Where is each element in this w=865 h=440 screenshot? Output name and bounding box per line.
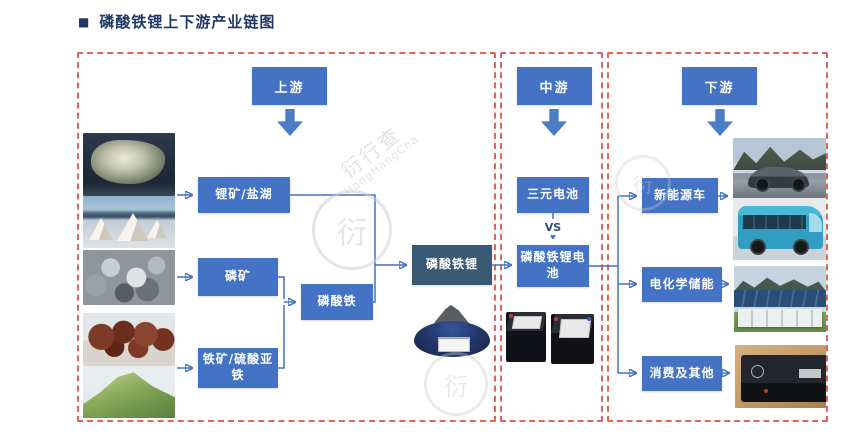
mountains-shape — [734, 277, 826, 292]
midstream-section-frame — [500, 52, 603, 422]
node-lfp: 磷酸铁锂 — [412, 245, 492, 285]
salt-pyramid — [147, 220, 167, 238]
ev-car-photo — [733, 138, 826, 198]
iron-ore-photo — [83, 313, 175, 366]
battery-label — [512, 316, 542, 329]
bus-windows — [742, 214, 807, 230]
node-lithium-saltlake: 锂矿/盐湖 — [198, 177, 290, 213]
square-bullet-icon: ■ — [78, 14, 91, 29]
node-ternary-battery: 三元电池 — [517, 177, 589, 213]
vs-label: VS — [542, 219, 564, 235]
consumer-device-photo — [735, 345, 826, 408]
page-title-text: 磷酸铁锂上下游产业链图 — [99, 13, 276, 31]
green-powder-mound — [83, 372, 175, 418]
sample-label — [438, 337, 470, 352]
battery-label — [559, 319, 592, 338]
node-iron-ore: 铁矿/硫酸亚铁 — [198, 348, 278, 388]
device-logo-icon — [751, 365, 765, 379]
node-lfp-battery: 磷酸铁锂电池 — [517, 245, 589, 287]
ev-bus-photo — [733, 198, 826, 260]
upstream-header: 上游 — [252, 67, 327, 105]
device-front-panel — [741, 355, 826, 402]
ferrous-sulfate-photo — [83, 366, 175, 418]
car-wheel — [755, 177, 771, 192]
upstream-section-frame — [77, 52, 496, 422]
solar-panels — [734, 290, 826, 307]
battery-terminal — [587, 317, 592, 321]
downstream-header: 下游 — [682, 67, 757, 105]
bus-windshield — [808, 212, 822, 233]
node-phosphate-ore: 磷矿 — [198, 258, 278, 296]
bus-wheel — [792, 239, 809, 256]
lfp-battery-photo — [506, 312, 546, 362]
battery-terminal — [509, 314, 514, 318]
lithium-ore-photo — [83, 133, 175, 196]
node-consumer: 消费及其他 — [642, 356, 722, 391]
energy-storage-photo — [734, 266, 826, 332]
storage-containers — [737, 309, 823, 328]
bus-wheel — [749, 239, 766, 256]
car-wheel — [790, 177, 806, 192]
battery-terminal — [553, 317, 558, 321]
device-indicator-lamp — [764, 388, 769, 393]
salt-pyramid — [89, 218, 113, 240]
lithium-rock-shape — [91, 140, 165, 184]
node-nev: 新能源车 — [642, 178, 718, 213]
phosphate-ore-photo — [83, 250, 175, 305]
device-label — [798, 368, 821, 379]
lfp-powder-bowl-photo — [412, 303, 492, 360]
midstream-header: 中游 — [517, 67, 592, 105]
salt-lake-photo — [83, 196, 175, 248]
page-title: ■ 磷酸铁锂上下游产业链图 — [78, 11, 275, 32]
lfp-battery-photo — [551, 314, 594, 364]
node-iron-phosphate: 磷酸铁 — [301, 284, 373, 320]
node-storage: 电化学储能 — [642, 267, 722, 302]
salt-pyramid — [117, 213, 149, 241]
downstream-section-frame — [607, 52, 828, 422]
